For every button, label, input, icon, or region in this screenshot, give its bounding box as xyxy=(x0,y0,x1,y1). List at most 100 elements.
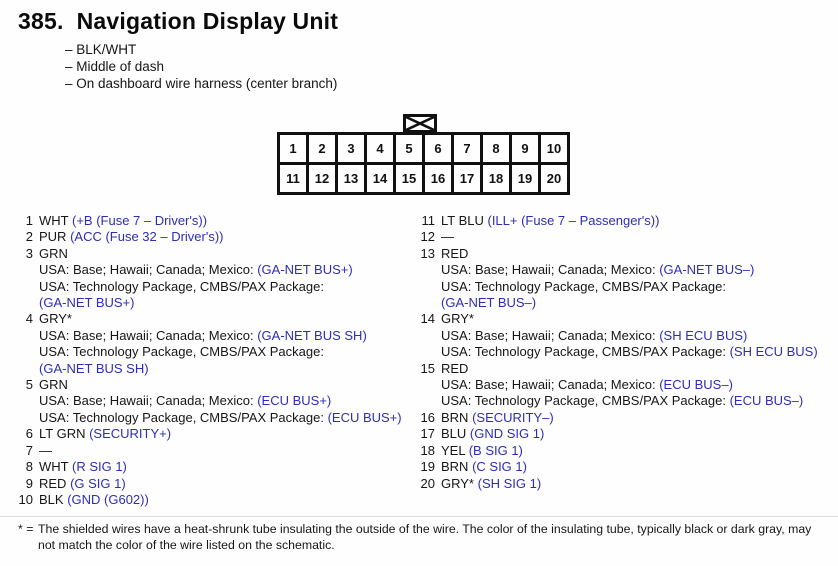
pin-description: GRY*USA: Base; Hawaii; Canada; Mexico: (… xyxy=(441,311,836,360)
wire-color-label: USA: Base; Hawaii; Canada; Mexico: xyxy=(39,262,258,278)
pin-line: BRN (C SIG 1) xyxy=(441,459,836,475)
pin-line: USA: Base; Hawaii; Canada; Mexico: (ECU … xyxy=(441,377,836,393)
pin-number: 1 xyxy=(25,213,33,228)
pin-description: LT BLU (ILL+ (Fuse 7 – Passenger's)) xyxy=(441,213,836,229)
pin-row-16: 16 BRN (SECURITY–) xyxy=(418,410,836,426)
note-line: – Middle of dash xyxy=(65,59,165,74)
pin-line: USA: Technology Package, CMBS/PAX Packag… xyxy=(441,393,836,409)
pin-row-12: 12— xyxy=(418,229,836,245)
connector-pin-cell: 9 xyxy=(509,132,541,165)
connector-pin-cell: 18 xyxy=(480,162,512,195)
signal-label: (SECURITY–) xyxy=(472,409,554,425)
pin-row-9: 9 RED (G SIG 1) xyxy=(17,476,417,492)
pin-line: USA: Technology Package, CMBS/PAX Packag… xyxy=(441,279,836,295)
signal-label: (GA-NET BUS–) xyxy=(441,295,537,311)
signal-label: (B SIG 1) xyxy=(468,442,523,458)
pin-number: 18 xyxy=(420,442,435,458)
pin-row-18: 18 YEL (B SIG 1) xyxy=(418,443,836,459)
pin-number: 8 xyxy=(25,459,33,475)
pin-number: 7 xyxy=(25,442,33,458)
pin-number: 13 xyxy=(420,245,435,261)
wire-color-label: USA: Base; Hawaii; Canada; Mexico: xyxy=(39,393,258,409)
wire-color-label: USA: Base; Hawaii; Canada; Mexico: xyxy=(441,377,660,393)
pin-number: 4 xyxy=(25,311,33,327)
wire-color-label: LT GRN xyxy=(39,426,90,442)
pin-description: BLK (GND (G602)) xyxy=(39,492,417,508)
connector-pin-cell: 19 xyxy=(509,162,541,195)
wire-color-label: BRN xyxy=(441,409,473,425)
pin-line: — xyxy=(39,443,417,459)
signal-label: (GND SIG 1) xyxy=(469,426,545,442)
wire-color-label: RED xyxy=(441,245,469,261)
connector-pin-cell: 7 xyxy=(451,132,483,165)
wire-color-label: YEL xyxy=(441,442,469,458)
pin-description: — xyxy=(39,443,417,459)
signal-label: (GA-NET BUS SH) xyxy=(257,327,367,343)
connector-pin-cell: 17 xyxy=(451,162,483,195)
pin-line: USA: Base; Hawaii; Canada; Mexico: (ECU … xyxy=(39,393,417,409)
pin-number: 9 xyxy=(25,475,33,491)
wire-color-label: USA: Base; Hawaii; Canada; Mexico: xyxy=(39,327,258,343)
signal-label: (SH SIG 1) xyxy=(477,475,542,491)
wire-color-label: USA: Technology Package, CMBS/PAX Packag… xyxy=(441,278,726,294)
pin-line: (GA-NET BUS SH) xyxy=(39,361,417,377)
pin-line: YEL (B SIG 1) xyxy=(441,443,836,459)
pin-line: RED xyxy=(441,361,836,377)
pin-line: (GA-NET BUS–) xyxy=(441,295,836,311)
pin-description: GRY*USA: Base; Hawaii; Canada; Mexico: (… xyxy=(39,311,417,377)
wire-color-label: WHT xyxy=(39,459,72,475)
wire-color-label: GRY* xyxy=(39,311,72,327)
connector-pin-cell: 14 xyxy=(364,162,396,195)
pin-description: GRY* (SH SIG 1) xyxy=(441,476,836,492)
pin-line: WHT (+B (Fuse 7 – Driver's)) xyxy=(39,213,417,229)
signal-label: (G SIG 1) xyxy=(70,475,126,491)
wire-color-label: GRY* xyxy=(441,475,478,491)
pin-line: LT GRN (SECURITY+) xyxy=(39,426,417,442)
signal-label: (ECU BUS+) xyxy=(257,393,332,409)
pin-number: 17 xyxy=(420,426,435,442)
page-title: 385. Navigation Display Unit xyxy=(18,8,338,35)
pin-number: 16 xyxy=(420,409,435,425)
connector-pin-cell: 6 xyxy=(422,132,454,165)
pin-line: USA: Technology Package, CMBS/PAX Packag… xyxy=(39,279,417,295)
pin-number: 14 xyxy=(420,311,435,327)
pin-line: PUR (ACC (Fuse 32 – Driver's)) xyxy=(39,229,417,245)
pin-line: USA: Base; Hawaii; Canada; Mexico: (SH E… xyxy=(441,328,836,344)
pin-line: GRY* (SH SIG 1) xyxy=(441,476,836,492)
wire-color-label: WHT xyxy=(39,213,72,228)
wire-color-label: USA: Technology Package, CMBS/PAX Packag… xyxy=(39,409,328,425)
pin-number: 12 xyxy=(420,229,435,245)
connector-pin-cell: 10 xyxy=(538,132,570,165)
footnote-divider xyxy=(0,516,838,517)
wire-color-label: GRY* xyxy=(441,311,474,327)
pin-description: WHT (R SIG 1) xyxy=(39,459,417,475)
pin-description: BRN (SECURITY–) xyxy=(441,410,836,426)
pin-line: RED (G SIG 1) xyxy=(39,476,417,492)
connector-pin-cell: 8 xyxy=(480,132,512,165)
pin-line: GRY* xyxy=(441,311,836,327)
wire-color-label: — xyxy=(39,442,52,458)
wire-color-label: RED xyxy=(39,475,71,491)
signal-label: (C SIG 1) xyxy=(472,459,527,475)
pin-row-14: 14 GRY*USA: Base; Hawaii; Canada; Mexico:… xyxy=(418,311,836,360)
section-title: Navigation Display Unit xyxy=(76,8,339,34)
pin-row-8: 8 WHT (R SIG 1) xyxy=(17,459,417,475)
connector-pin-cell: 2 xyxy=(306,132,338,165)
section-number: 385. xyxy=(18,8,64,34)
wire-color-label: USA: Base; Hawaii; Canada; Mexico: xyxy=(441,327,660,343)
wire-color-label: USA: Technology Package, CMBS/PAX Packag… xyxy=(441,344,730,360)
connector-pin-cell: 13 xyxy=(335,162,367,195)
note-line: – BLK/WHT xyxy=(65,42,137,57)
pin-row-4: 4 GRY*USA: Base; Hawaii; Canada; Mexico: … xyxy=(17,311,417,377)
wire-color-label: BRN xyxy=(441,459,473,475)
